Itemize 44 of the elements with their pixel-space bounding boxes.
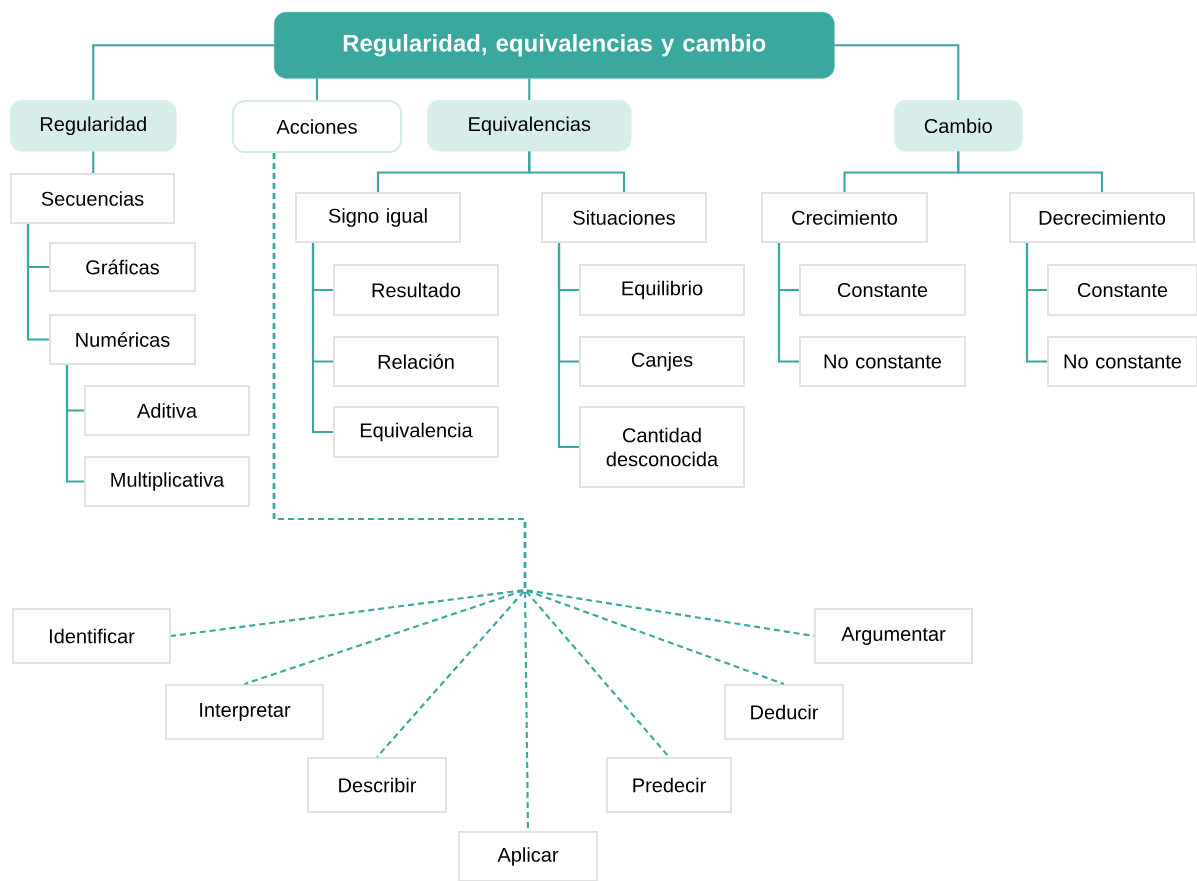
concept-box: Secuencias — [10, 173, 175, 224]
connector-line — [528, 78, 531, 100]
connector-line — [65, 365, 84, 483]
connector-line — [311, 243, 333, 434]
connector-line — [92, 151, 95, 173]
connector-line — [26, 224, 49, 341]
connector-line — [315, 78, 319, 100]
connector-line — [777, 243, 799, 363]
action-box: Identificar — [12, 608, 171, 664]
connector-line — [957, 151, 1104, 192]
concept-box: Decrecimiento — [1009, 192, 1195, 243]
concept-box: Cantidad desconocida — [579, 406, 745, 488]
concept-box: Canjes — [579, 336, 745, 387]
connector-line — [1025, 243, 1047, 363]
concept-box: Crecimiento — [761, 192, 928, 243]
connector-line — [92, 44, 274, 100]
concept-box: Equivalencia — [333, 406, 499, 458]
title-box: Regularidad, equivalencias y cambio — [274, 12, 835, 79]
concept-box: Signo igual — [295, 192, 461, 243]
concept-box: Multiplicativa — [84, 456, 250, 507]
concept-box: Constante — [1047, 264, 1197, 316]
action-box: Predecir — [606, 757, 732, 813]
connector-line — [834, 44, 960, 100]
concept-box: Numéricas — [49, 314, 196, 365]
connector-line — [557, 243, 579, 449]
category-box: Equivalencias — [427, 100, 632, 152]
concept-box: Equilibrio — [579, 264, 745, 316]
concept-box: Situaciones — [541, 192, 707, 243]
concept-box: Constante — [799, 264, 966, 316]
category-box: Acciones — [232, 100, 402, 153]
concept-box: No constante — [1047, 336, 1197, 387]
concept-box: Relación — [333, 336, 499, 387]
action-box: Deducir — [724, 684, 844, 740]
action-box: Describir — [307, 757, 447, 813]
concept-box: Gráficas — [49, 242, 196, 292]
action-box: Argumentar — [814, 608, 973, 664]
category-box: Regularidad — [10, 100, 177, 152]
action-box: Interpretar — [165, 684, 324, 740]
concept-box: No constante — [799, 336, 966, 387]
concept-box: Aditiva — [84, 385, 250, 436]
concept-box: Resultado — [333, 264, 499, 316]
connector-line — [528, 151, 626, 192]
category-box: Cambio — [894, 100, 1023, 152]
action-box: Aplicar — [458, 831, 598, 881]
